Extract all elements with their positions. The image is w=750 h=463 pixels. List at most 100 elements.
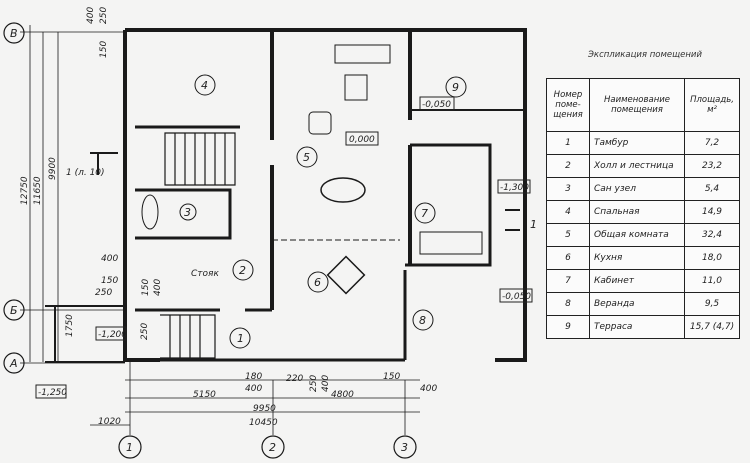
header-area: Площадь, м² [684,78,740,132]
room-number-cell: 7 [546,269,590,293]
axis-label: 1 [126,441,133,454]
level-veranda: -0,050 [502,292,531,302]
header-name: Наименование помещения [589,78,685,132]
level-main: 0,000 [349,135,375,145]
room-area-cell: 32,4 [684,223,740,247]
room-number-cell: 1 [546,131,590,155]
room-area-cell: 23,2 [684,154,740,178]
dim: 1020 [98,417,121,427]
level-porch: -1,250 [38,388,67,398]
walls [3,22,527,459]
room-number: 9 [452,81,459,94]
dim: 400 [101,254,118,264]
axis-marker-v [3,22,25,44]
table-header-row: Номер поме-щения Наименование помещения … [546,78,740,132]
room-name-cell: Терраса [589,315,685,339]
dim: 4800 [331,390,354,400]
room-number: 6 [314,276,321,289]
room-name-cell: Сан узел [589,177,685,201]
dim: 400 [420,384,437,394]
axis-label: Б [10,304,18,317]
room-number: 1 [237,332,244,345]
dim: 5150 [193,390,216,400]
dim: 400 [321,375,331,392]
dim: 400 [86,7,96,24]
room-number-cell: 6 [546,246,590,270]
level-entry: -1,200 [98,330,127,340]
dim: 150 [141,279,151,296]
room-number-cell: 9 [546,315,590,339]
room-number-cell: 5 [546,223,590,247]
axis-marker-3 [393,435,417,459]
dim: 220 [286,374,303,384]
level-study-exterior: -1,300 [500,183,529,193]
room-area-cell: 7,2 [684,131,740,155]
dim: 250 [309,375,319,392]
room-number-cell: 8 [546,292,590,316]
room-number-cell: 2 [546,154,590,178]
room-area-cell: 11,0 [684,269,740,293]
level-marks: 0,000 -0,050 -0,050 -1,300 -1,200 -1,250 [35,96,533,399]
dim: 150 [99,41,109,58]
dim: 1750 [65,314,75,337]
dim: 180 [245,372,262,382]
axis-label: А [9,357,18,370]
room-name-cell: Тамбур [589,131,685,155]
axis-marker-2 [261,435,285,459]
room-number: 2 [239,264,246,277]
dim: 400 [245,384,262,394]
room-area-cell: 5,4 [684,177,740,201]
dim: 250 [140,323,150,340]
room-name-cell: Веранда [589,292,685,316]
riser-label: Стояк [191,269,219,279]
room-area-cell: 9,5 [684,292,740,316]
axis-marker-b [3,299,25,321]
room-area-cell: 14,9 [684,200,740,224]
section-mark-right: 1 [530,218,537,231]
room-name-cell: Холл и лестница [589,154,685,178]
axis-label: 3 [401,441,408,454]
dim: 9950 [253,404,276,414]
room-schedule-table: Номер поме-щения Наименование помещения … [546,78,740,339]
dim: 12750 [20,176,30,205]
header-number: Номер поме-щения [546,78,590,132]
axis-labels: В Б А 1 2 3 [9,27,408,454]
axis-label: В [10,27,18,40]
room-number-cell: 4 [546,200,590,224]
table-title: Экспликация помещений [588,50,702,60]
section-label: 1 (л. 10) [66,168,105,178]
dim: 150 [101,276,118,286]
axis-marker-a [3,352,25,374]
dim: 9900 [48,157,58,180]
room-number: 4 [201,79,208,92]
axis-label: 2 [269,441,276,454]
room-number: 8 [419,314,426,327]
dim: 10450 [249,418,278,428]
room-name-cell: Спальная [589,200,685,224]
dimensions: 400 250 150 12750 11650 9900 400 150 250… [20,7,437,428]
room-number: 5 [303,151,310,164]
dim: 11650 [33,176,43,205]
room-name-cell: Общая комната [589,223,685,247]
room-area-cell: 15,7 (4,7) [684,315,740,339]
dim: 250 [95,288,112,298]
room-number-cell: 3 [546,177,590,201]
dim: 400 [153,279,163,296]
room-number: 3 [184,206,191,219]
room-name-cell: Кабинет [589,269,685,293]
dim: 150 [383,372,400,382]
room-numbers: 1 2 3 4 5 6 7 8 9 [184,79,459,345]
room-name-cell: Кухня [589,246,685,270]
room-number: 7 [421,207,428,220]
